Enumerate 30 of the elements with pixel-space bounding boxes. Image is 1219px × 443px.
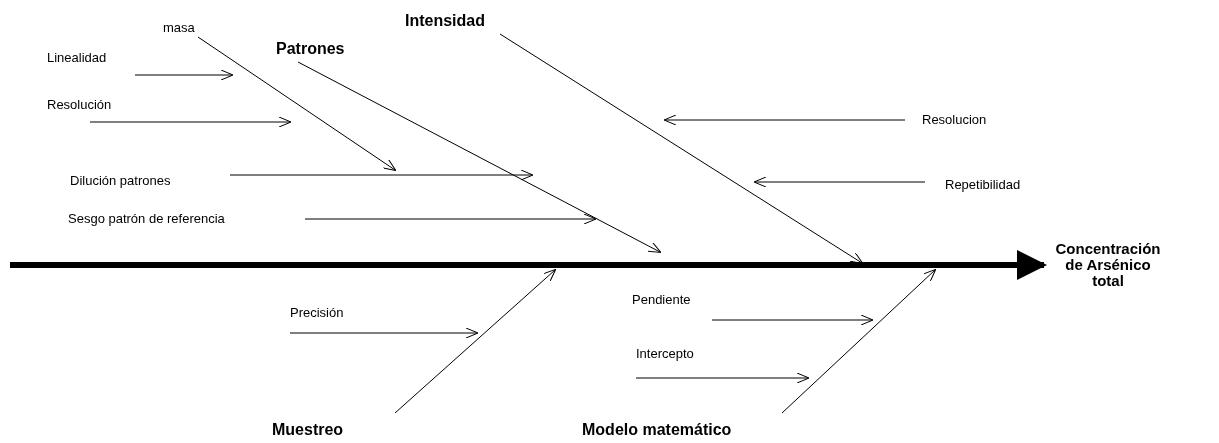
cause-label: Pendiente bbox=[632, 292, 691, 307]
cause-label: Linealidad bbox=[47, 50, 107, 65]
cause-label: Resolución bbox=[47, 97, 112, 112]
arrow bbox=[10, 250, 1047, 280]
arrow bbox=[711, 314, 874, 326]
cause-label: Intercepto bbox=[636, 346, 694, 361]
cause-label: Precisión bbox=[290, 305, 344, 320]
category-label: Muestreo bbox=[272, 421, 344, 439]
arrow bbox=[635, 372, 810, 384]
effect-label: Concentración de Arsénico total bbox=[1048, 241, 1168, 289]
arrow bbox=[304, 213, 597, 225]
arrow bbox=[781, 268, 937, 414]
arrow bbox=[134, 69, 234, 81]
category-label: Patrones bbox=[276, 40, 345, 58]
arrow bbox=[394, 268, 557, 414]
arrow bbox=[197, 36, 397, 172]
cause-label: Repetibilidad bbox=[945, 177, 1021, 192]
cause-label: masa bbox=[163, 20, 195, 35]
arrow bbox=[663, 114, 906, 126]
arrow bbox=[297, 61, 662, 253]
arrow bbox=[289, 327, 479, 339]
arrow bbox=[499, 33, 864, 265]
arrow bbox=[753, 176, 926, 188]
cause-label: Sesgo patrón de referencia bbox=[68, 211, 225, 226]
cause-label: Resolucion bbox=[922, 112, 987, 127]
cause-label: Dilución patrones bbox=[70, 173, 171, 188]
category-label: Modelo matemático bbox=[582, 421, 732, 439]
category-label: Intensidad bbox=[405, 12, 485, 30]
arrow bbox=[229, 169, 534, 181]
arrow bbox=[89, 116, 292, 128]
